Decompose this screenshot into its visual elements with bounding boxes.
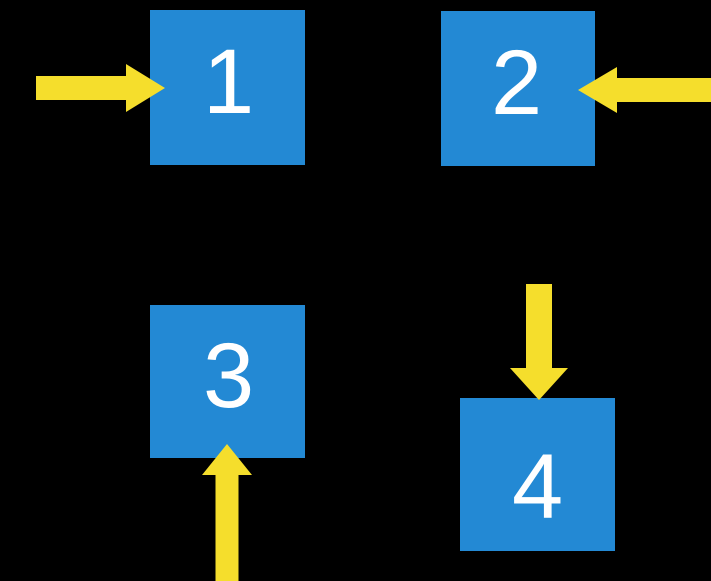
node-box-4[interactable]	[460, 398, 615, 551]
node-label-3: 3	[203, 325, 255, 427]
arrow-up-into-node-3	[202, 444, 252, 581]
node-label-2: 2	[491, 32, 543, 134]
node-box-1[interactable]	[150, 10, 305, 165]
arrow-left-into-node-2	[578, 67, 711, 113]
node-box-2[interactable]	[441, 11, 595, 166]
arrow-down-into-node-4	[510, 284, 568, 400]
arrow-right-into-node-1	[36, 64, 165, 112]
node-box-3[interactable]	[150, 305, 305, 458]
node-label-4: 4	[512, 436, 564, 538]
node-label-1: 1	[203, 31, 255, 133]
